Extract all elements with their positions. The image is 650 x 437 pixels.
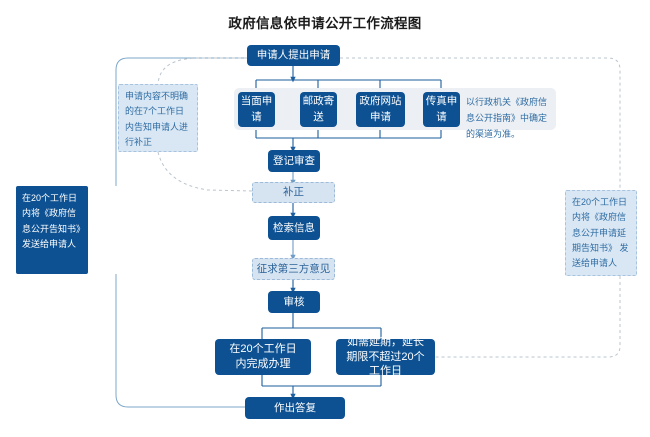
node-finish-in-20-days[interactable]: 在20个工作日内完成办理 xyxy=(215,339,311,375)
node-retrieve-info[interactable]: 检索信息 xyxy=(268,216,320,240)
node-correction[interactable]: 补正 xyxy=(252,182,335,203)
note-right-extension-notice-text: 在20个工作日内将《政府信息公开申请延期告知书》 发送给申请人 xyxy=(572,197,629,269)
node-channel-postal-label: 邮政寄送 xyxy=(302,95,335,123)
page-title: 政府信息依申请公开工作流程图 xyxy=(228,16,422,31)
node-channel-website[interactable]: 政府网站申请 xyxy=(356,92,405,127)
node-third-party-opinion-label: 征求第三方意见 xyxy=(256,262,331,275)
note-left-disclosure-notice-text: 在20个工作日内将《政府信息公开告知书》发送给申请人 xyxy=(22,193,81,249)
node-start-label: 申请人提出申请 xyxy=(256,49,331,62)
note-left-disclosure-notice: 在20个工作日内将《政府信息公开告知书》发送给申请人 xyxy=(16,186,88,274)
node-correction-label: 补正 xyxy=(283,186,304,199)
node-retrieve-info-label: 检索信息 xyxy=(273,221,315,234)
channel-note: 以行政机关《政府信息公开指南》中确定的渠道为准。 xyxy=(466,97,548,139)
note-right-extension-notice: 在20个工作日内将《政府信息公开申请延期告知书》 发送给申请人 xyxy=(565,190,637,276)
node-channel-in-person[interactable]: 当面申请 xyxy=(238,92,275,127)
node-audit[interactable]: 审核 xyxy=(268,291,320,313)
node-extend-deadline[interactable]: 如需延期，延长期限不超过20个工作日 xyxy=(336,336,435,377)
node-register-review-label: 登记审查 xyxy=(273,154,315,167)
node-extend-deadline-label: 如需延期，延长期限不超过20个工作日 xyxy=(346,335,425,378)
node-start[interactable]: 申请人提出申请 xyxy=(247,45,340,66)
node-channel-fax-label: 传真申请 xyxy=(425,95,458,123)
node-audit-label: 审核 xyxy=(283,295,305,308)
node-reply[interactable]: 作出答复 xyxy=(245,397,345,419)
node-finish-in-20-days-label: 在20个工作日内完成办理 xyxy=(229,343,297,370)
note-correction-7-days-text: 申请内容不明确的在7个工作日内告知申请人进行补正 xyxy=(125,91,189,147)
node-third-party-opinion[interactable]: 征求第三方意见 xyxy=(252,258,335,280)
node-channel-postal[interactable]: 邮政寄送 xyxy=(300,92,337,127)
node-channel-fax[interactable]: 传真申请 xyxy=(423,92,460,127)
node-register-review[interactable]: 登记审查 xyxy=(268,150,320,172)
node-channel-in-person-label: 当面申请 xyxy=(240,95,273,123)
node-reply-label: 作出答复 xyxy=(274,401,316,414)
node-channel-website-label: 政府网站申请 xyxy=(359,95,402,123)
note-correction-7-days: 申请内容不明确的在7个工作日内告知申请人进行补正 xyxy=(118,84,198,152)
